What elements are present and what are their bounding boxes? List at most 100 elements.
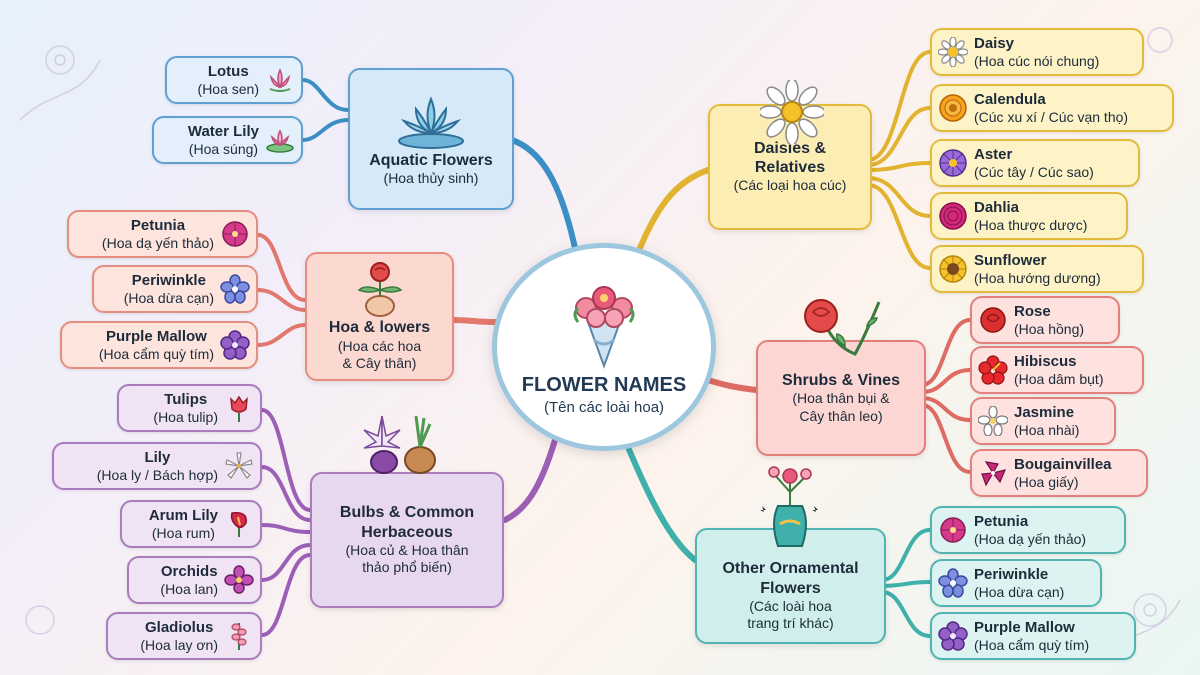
periwinkle-icon	[938, 568, 968, 598]
leaf-rose[interactable]: Rose(Hoa hồng)	[970, 296, 1120, 344]
calendula-icon	[939, 94, 967, 122]
leaf-viet: (Hoa dừa cạn)	[974, 583, 1065, 600]
leaf-dahlia[interactable]: Dahlia(Hoa thược dược)	[930, 192, 1128, 240]
leaf-daisy[interactable]: Daisy(Hoa cúc nói chung)	[930, 28, 1144, 76]
leaf-name: Tulips	[164, 390, 208, 408]
central-subtitle: (Tên các loài hoa)	[543, 399, 665, 416]
leaf-sunflower[interactable]: Sunflower(Hoa hướng dương)	[930, 245, 1144, 293]
leaf-viet: (Hoa thược dược)	[974, 216, 1088, 233]
leaf-viet: (Hoa dạ yến thảo)	[974, 530, 1087, 547]
vase-icon	[760, 466, 818, 547]
leaf-name: Daisy	[974, 34, 1015, 52]
water-lily-icon	[266, 129, 294, 153]
leaf-tulips[interactable]: Tulips(Hoa tulip)	[117, 384, 262, 432]
arum-lily-icon	[230, 511, 247, 537]
leaf-lotus[interactable]: Lotus(Hoa sen)	[165, 56, 303, 104]
leaf-gladiolus[interactable]: Gladiolus(Hoa lay ơn)	[106, 612, 262, 660]
leaf-calendula[interactable]: Calendula(Cúc xu xí / Cúc vạn thọ)	[930, 84, 1174, 132]
petunia-icon	[940, 517, 966, 543]
mallow-icon	[220, 330, 250, 360]
category-subtitle-line2: trang trí khác)	[747, 615, 834, 632]
lily-icon	[225, 452, 253, 479]
category-other-ornamental[interactable]: Other Ornamental Flowers (Các loài hoa t…	[695, 528, 886, 644]
gladiolus-icon	[231, 623, 247, 650]
leaf-other-petunia[interactable]: Petunia(Hoa dạ yến thảo)	[930, 506, 1126, 554]
leaf-name: Rose	[1014, 302, 1051, 320]
leaf-viet: (Hoa hồng)	[1014, 320, 1085, 337]
rose-vine-icon	[804, 299, 881, 356]
category-title-line1: Other Ornamental	[722, 560, 859, 578]
leaf-name: Sunflower	[974, 251, 1047, 269]
leaf-viet: (Hoa nhài)	[1014, 421, 1080, 438]
leaf-aster[interactable]: Aster(Cúc tây / Cúc sao)	[930, 139, 1140, 187]
central-title: FLOWER NAMES	[521, 374, 687, 396]
category-subtitle-line1: (Hoa các hoa	[337, 337, 422, 354]
leaf-name: Water Lily	[187, 122, 259, 140]
category-title-line1: Bulbs & Common	[339, 504, 475, 522]
leaf-orchids[interactable]: Orchids(Hoa lan)	[127, 556, 262, 604]
daisy-icon	[938, 37, 968, 67]
category-aquatic-flowers[interactable]: Aquatic Flowers (Hoa thủy sinh)	[348, 68, 514, 210]
category-hoa-lowers[interactable]: Hoa & lowers (Hoa các hoa & Cây thân)	[305, 252, 454, 381]
category-shrubs-vines[interactable]: Shrubs & Vines (Hoa thân bụi & Cây thân …	[756, 340, 926, 456]
leaf-purple-mallow[interactable]: Purple Mallow(Hoa cẩm quỳ tím)	[60, 321, 258, 369]
category-bulbs-herbaceous[interactable]: Bulbs & Common Herbaceous (Hoa củ & Hoa …	[310, 472, 504, 608]
leaf-name: Petunia	[130, 216, 186, 234]
leaf-bougainvillea[interactable]: Bougainvillea(Hoa giấy)	[970, 449, 1148, 497]
leaf-viet: (Cúc tây / Cúc sao)	[974, 163, 1094, 180]
leaf-name: Arum Lily	[148, 506, 218, 524]
leaf-water-lily[interactable]: Water Lily(Hoa súng)	[152, 116, 303, 164]
leaf-viet: (Hoa lay ơn)	[140, 636, 218, 653]
tulip-icon	[230, 395, 248, 422]
category-subtitle-line1: (Hoa củ & Hoa thân	[345, 541, 469, 558]
leaf-name: Calendula	[974, 90, 1046, 108]
mallow-icon	[938, 621, 968, 651]
leaf-name: Purple Mallow	[974, 618, 1075, 636]
leaf-name: Hibiscus	[1014, 352, 1077, 370]
leaf-petunia[interactable]: Petunia(Hoa dạ yến thảo)	[67, 210, 258, 258]
category-subtitle-line2: & Cây thân)	[342, 355, 417, 372]
periwinkle-icon	[220, 274, 250, 304]
category-title: Hoa & lowers	[328, 319, 431, 337]
rose-icon	[980, 307, 1006, 333]
category-subtitle: (Hoa thủy sinh)	[383, 169, 479, 186]
leaf-viet: (Hoa cẩm quỳ tím)	[98, 345, 214, 362]
category-subtitle-line2: Cây thân leo)	[799, 407, 883, 424]
leaf-viet: (Hoa sen)	[197, 80, 259, 97]
category-title: Aquatic Flowers	[369, 151, 493, 169]
leaf-periwinkle[interactable]: Periwinkle(Hoa dừa cạn)	[92, 265, 258, 313]
leaf-other-purple-mallow[interactable]: Purple Mallow(Hoa cẩm quỳ tím)	[930, 612, 1136, 660]
leaf-viet: (Hoa giấy)	[1014, 473, 1079, 490]
leaf-name: Petunia	[974, 512, 1029, 530]
leaf-lily[interactable]: Lily(Hoa ly / Bách hợp)	[52, 442, 262, 490]
orchid-icon	[224, 565, 254, 594]
lotus-icon	[269, 68, 291, 92]
category-subtitle-line2: thảo phổ biến)	[362, 559, 452, 576]
bougainvillea-icon	[981, 461, 1007, 487]
bouquet-icon	[573, 286, 635, 369]
leaf-jasmine[interactable]: Jasmine(Hoa nhài)	[970, 397, 1116, 445]
leaf-other-periwinkle[interactable]: Periwinkle(Hoa dừa cạn)	[930, 559, 1102, 607]
leaf-name: Bougainvillea	[1014, 455, 1112, 473]
leaf-name: Periwinkle	[131, 271, 206, 289]
jasmine-icon	[978, 406, 1008, 436]
leaf-name: Aster	[974, 145, 1013, 163]
leaf-viet: (Hoa ly / Bách hợp)	[96, 466, 218, 483]
leaf-hibiscus[interactable]: Hibiscus(Hoa dâm bụt)	[970, 346, 1144, 394]
central-node: FLOWER NAMES (Tên các loài hoa)	[492, 243, 716, 451]
rose-bulb-icon	[357, 262, 402, 318]
category-subtitle-line1: (Hoa thân bụi &	[792, 390, 890, 407]
leaf-name: Gladiolus	[145, 618, 214, 636]
leaf-arum-lily[interactable]: Arum Lily(Hoa rum)	[120, 500, 262, 548]
leaf-viet: (Hoa dừa cạn)	[123, 289, 214, 306]
leaf-viet: (Hoa súng)	[188, 140, 259, 157]
dahlia-icon	[939, 202, 967, 230]
leaf-name: Periwinkle	[974, 565, 1049, 583]
category-title: Shrubs & Vines	[782, 371, 900, 389]
category-title-line2: Herbaceous	[361, 523, 453, 541]
leaf-viet: (Hoa rum)	[151, 524, 215, 541]
category-title-line1: Daisies &	[753, 140, 827, 158]
lily-onion-icon	[363, 415, 436, 474]
leaf-viet: (Hoa cẩm quỳ tím)	[974, 636, 1090, 653]
